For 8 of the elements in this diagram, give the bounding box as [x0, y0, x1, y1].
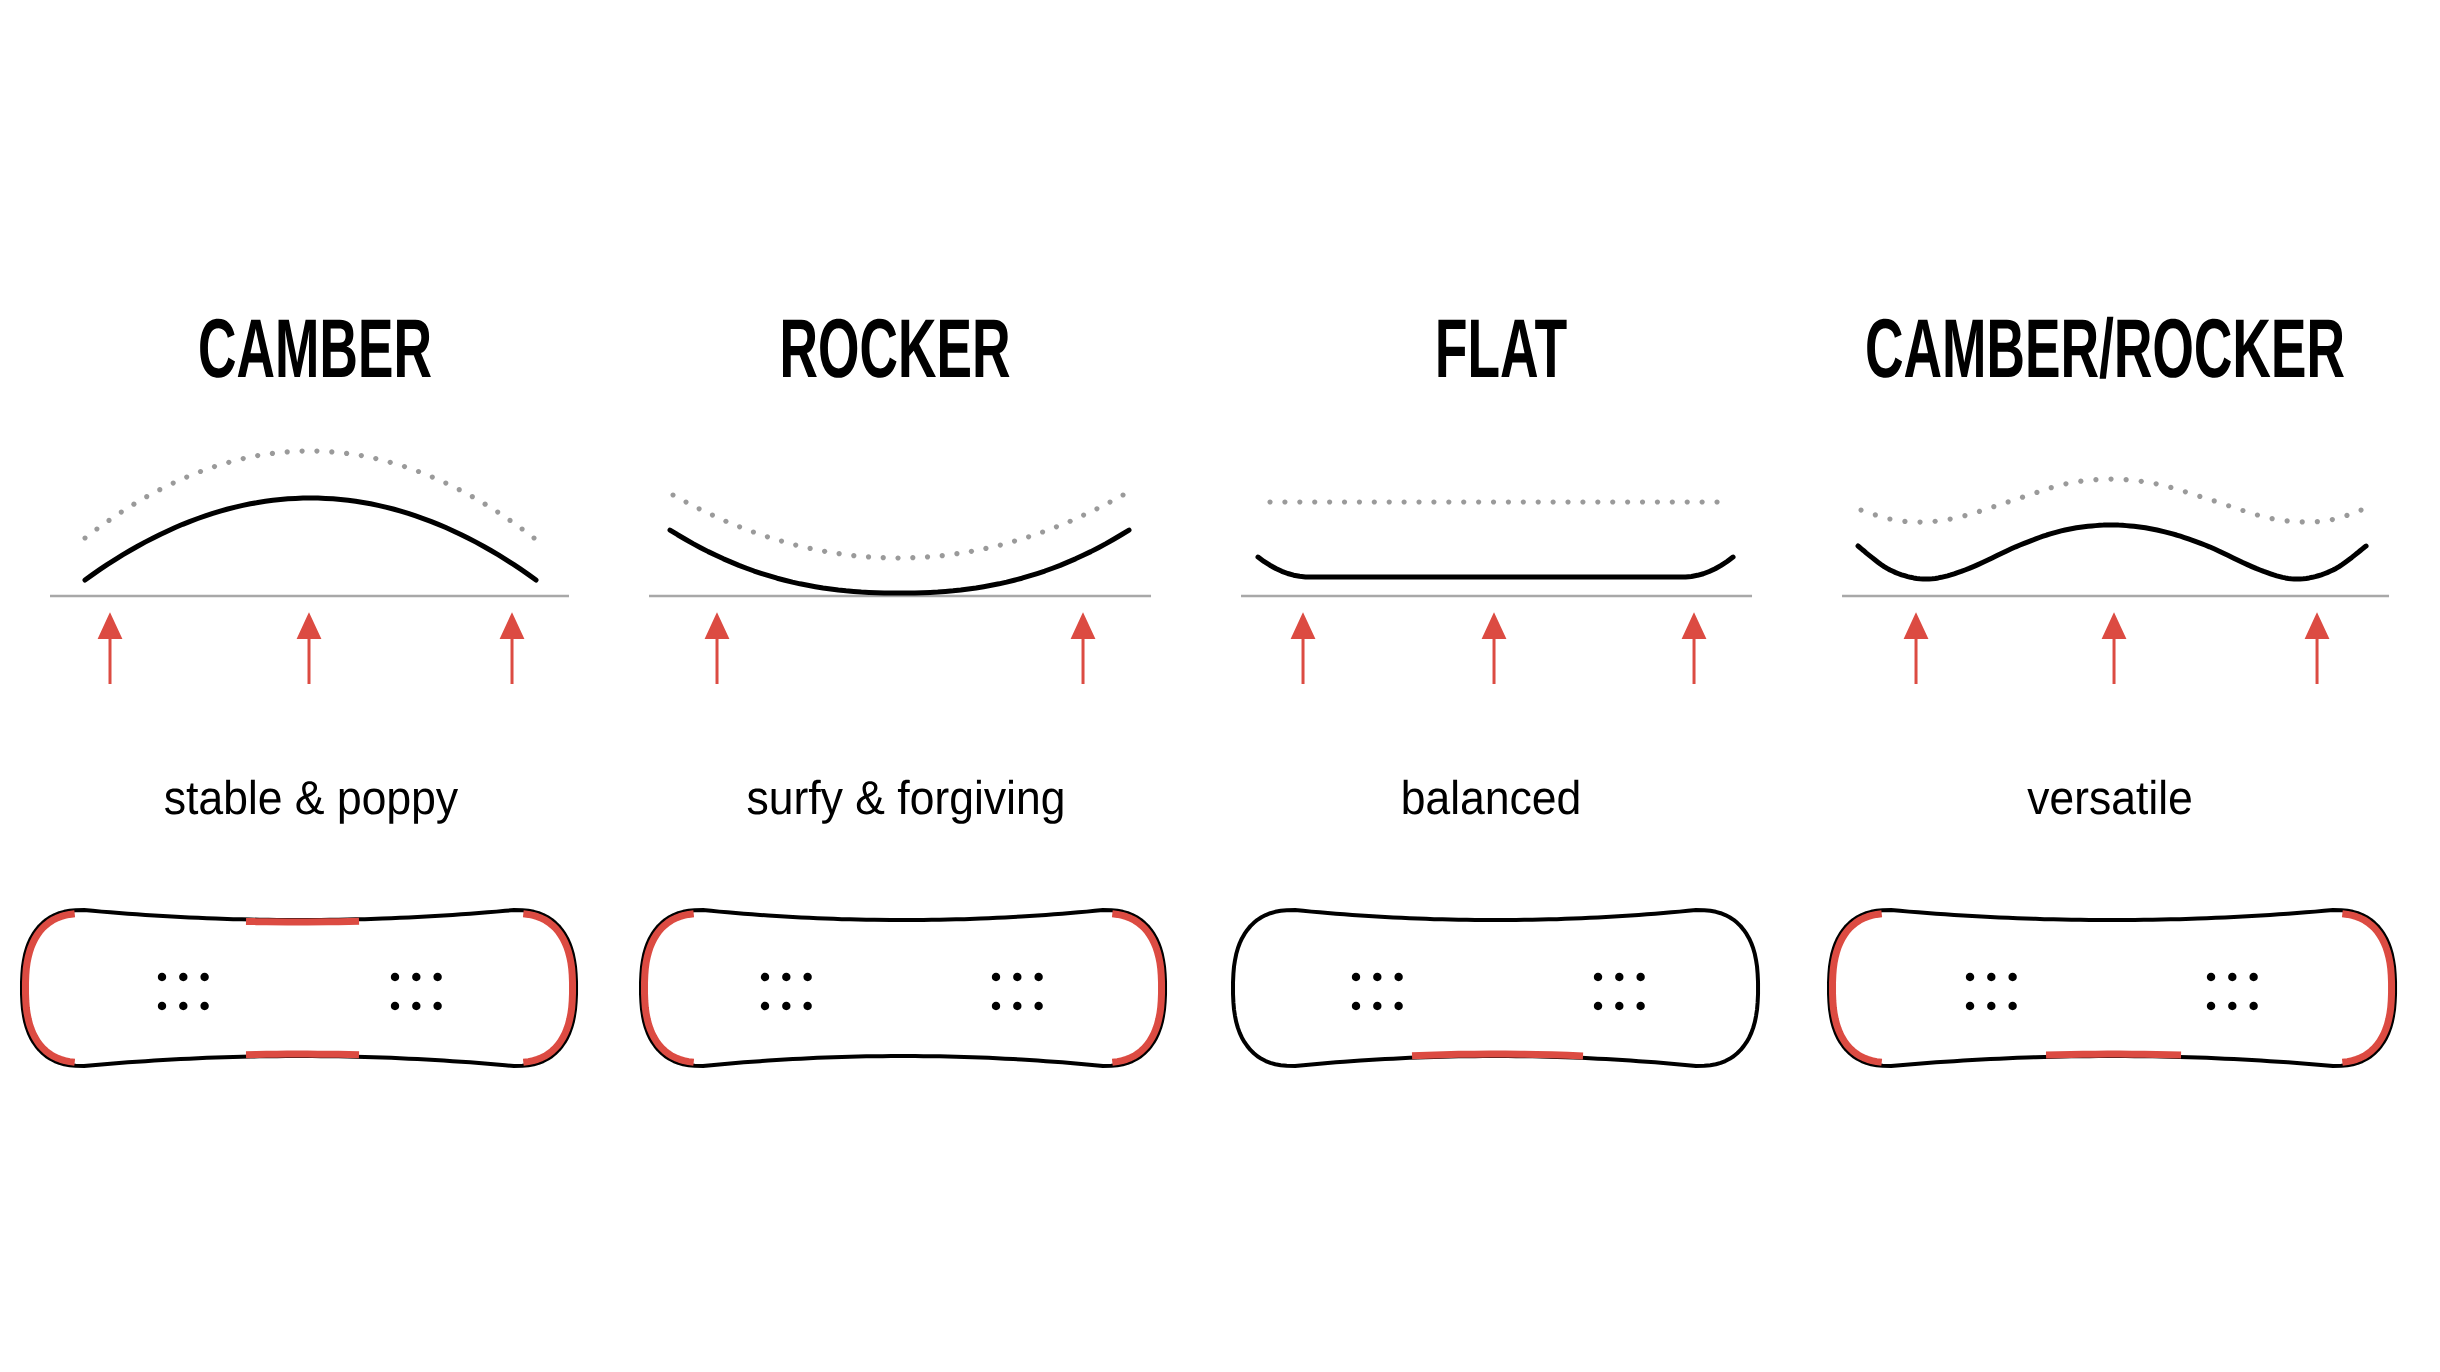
profile-title: CAMBER/ROCKER — [1867, 316, 2344, 379]
description-text: balanced — [1403, 779, 1579, 815]
description-text: stable & poppy — [165, 779, 458, 824]
profile-title: CAMBER — [200, 318, 431, 378]
profile-title: FLAT — [1438, 319, 1567, 377]
profile-title: ROCKER — [783, 318, 1010, 378]
description-text: surfy & forgiving — [747, 779, 1063, 824]
description-text: versatile — [2027, 779, 2191, 815]
